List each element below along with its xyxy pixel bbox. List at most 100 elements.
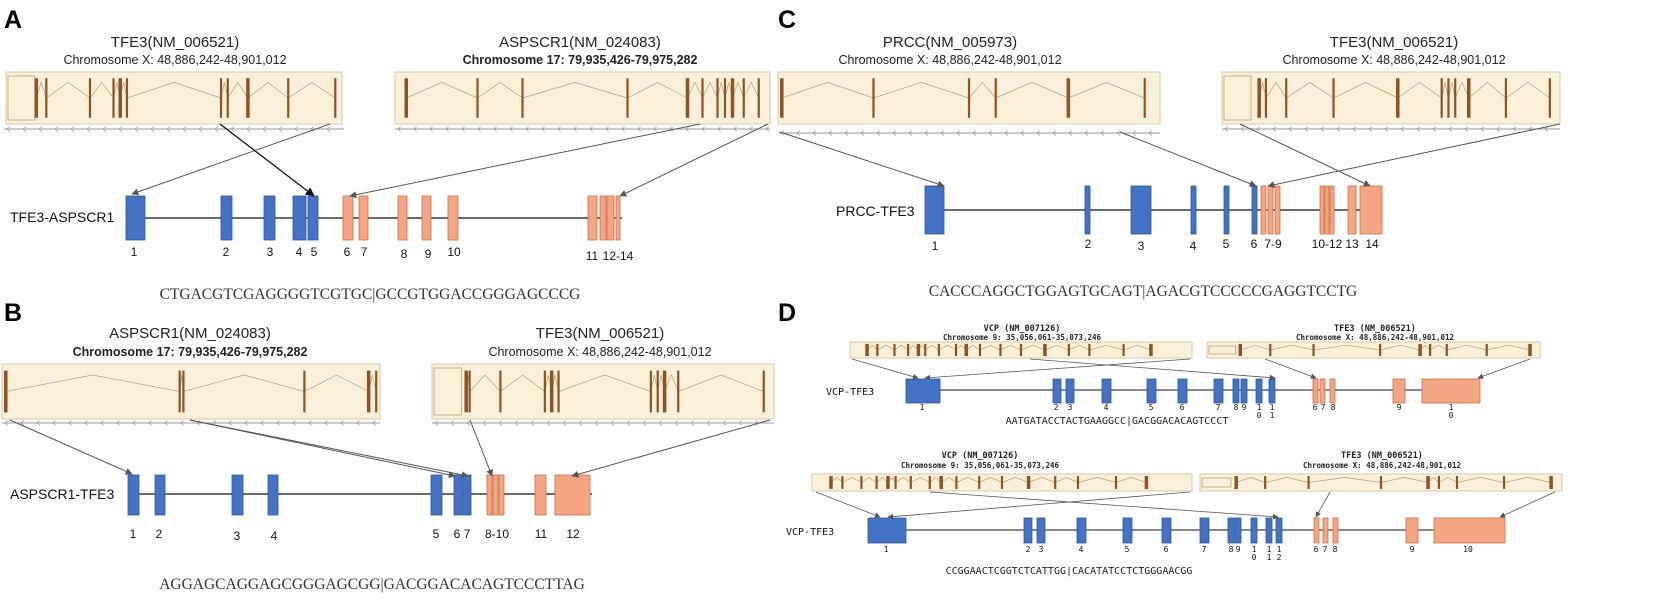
intron-line (627, 82, 688, 99)
scale-tick (324, 420, 329, 426)
scale-tick (36, 420, 41, 426)
exon-label: 9 (425, 247, 432, 261)
scale-tick (685, 126, 690, 132)
fusion-exon-3prime (1312, 378, 1319, 404)
gene-exon (723, 78, 727, 118)
exon-label: 9 (1410, 545, 1415, 554)
gene-location-tfe3: Chromosome X: 48,886,242-48,901,012 (1303, 461, 1461, 470)
gene-exon (1114, 476, 1118, 489)
gene-exon (543, 370, 546, 413)
gene-exon (1026, 476, 1031, 489)
exon-label: 4 (1190, 239, 1197, 253)
gene-exon (1054, 476, 1057, 489)
scale-tick (1400, 126, 1405, 132)
mapping-arrow (1315, 491, 1331, 518)
scale-tick (972, 130, 977, 136)
gene-exon (939, 476, 943, 489)
gene-track-tfe3 (1206, 341, 1541, 359)
intron-line (979, 344, 1001, 351)
mapping-arrow (469, 419, 493, 477)
fusion-exon-3prime (1332, 517, 1339, 544)
gene-exon (1426, 476, 1430, 489)
scale-tick (1512, 126, 1517, 132)
gene-exon (875, 476, 878, 489)
intron-line (183, 374, 305, 392)
exon-label: 3 (234, 529, 241, 543)
intron-line (5, 374, 180, 392)
intron-line (1240, 344, 1271, 351)
fusion-exon-5prime (1213, 378, 1224, 404)
scale-tick (626, 420, 631, 426)
gene-exon (334, 78, 337, 118)
gene-exon (928, 476, 931, 489)
mapping-arrow (929, 491, 1279, 520)
gene-track-vcp (811, 473, 1193, 492)
exon-label: 8-10 (485, 527, 509, 541)
fusion-exon-5prime (127, 474, 140, 516)
scale-tick (1480, 126, 1485, 132)
scale-tick (796, 130, 801, 136)
exon-label: 7 (1323, 545, 1328, 554)
exon-label: 13 (1345, 237, 1359, 251)
exon-label: 10 (447, 245, 461, 259)
intron-line (1380, 344, 1421, 351)
gene-exon (1269, 343, 1272, 357)
gene-exon (954, 343, 958, 357)
gene-exon (1528, 343, 1532, 357)
gene-exon (924, 343, 927, 357)
gene-exon (1043, 343, 1047, 357)
scale-tick (1544, 126, 1549, 132)
intron-line (861, 476, 877, 483)
scale-tick (38, 126, 43, 132)
intron-line (1068, 82, 1145, 99)
scale-bar-tfe3 (432, 420, 774, 426)
intron-line (678, 374, 764, 392)
fusion-exon-3prime (1329, 378, 1336, 404)
scale-tick (658, 420, 663, 426)
scale-tick (166, 126, 171, 132)
intron-line (1438, 476, 1458, 483)
fusion-exon-3prime (1324, 185, 1330, 235)
fusion-exon-3prime (1319, 185, 1325, 235)
scale-tick (1132, 130, 1137, 136)
gene-exon (1466, 78, 1471, 118)
track-box (1223, 75, 1252, 121)
exon-label: 3 (267, 245, 274, 259)
fusion-exon-3prime (1392, 378, 1406, 404)
gene-exon (1429, 343, 1432, 357)
exon-label: 1 (1449, 403, 1454, 412)
scale-tick (940, 130, 945, 136)
fusion-exon-5prime (1122, 517, 1133, 544)
scale-tick (450, 420, 455, 426)
gene-track-tfe3 (5, 71, 343, 125)
gene-exon (757, 78, 760, 118)
exon-label: 1 (932, 239, 939, 253)
exon-label: 9 (1236, 545, 1241, 554)
fusion-exon-5prime (1177, 378, 1188, 404)
scale-tick (466, 420, 471, 426)
exon-label: 1 (1257, 403, 1262, 412)
gene-exon (860, 476, 863, 489)
gene-exon (1234, 476, 1238, 489)
intron-line (743, 81, 760, 99)
intron-line (1001, 477, 1029, 483)
fusion-exon-5prime (1232, 378, 1240, 404)
intron-line (929, 476, 942, 483)
exon-label: 6 (454, 527, 461, 541)
exon-label: 1 (1277, 545, 1282, 554)
fusion-exon-3prime (606, 195, 615, 241)
panel-letter-a: A (4, 6, 22, 34)
exon-label: 2 (156, 527, 163, 541)
scale-tick (733, 126, 738, 132)
gene-exon (404, 78, 408, 118)
scale-tick (525, 126, 530, 132)
exon-label: 5 (1149, 403, 1154, 412)
exon-label: 5 (433, 527, 440, 541)
fusion-exon-5prime (1265, 517, 1273, 544)
exon-label: 7 (464, 527, 471, 541)
scale-tick (1432, 126, 1437, 132)
intron-line (1115, 477, 1147, 483)
exon-label: 2 (1085, 237, 1092, 251)
fusion-exon-3prime (397, 195, 408, 241)
exon-label: 12-14 (603, 249, 634, 263)
